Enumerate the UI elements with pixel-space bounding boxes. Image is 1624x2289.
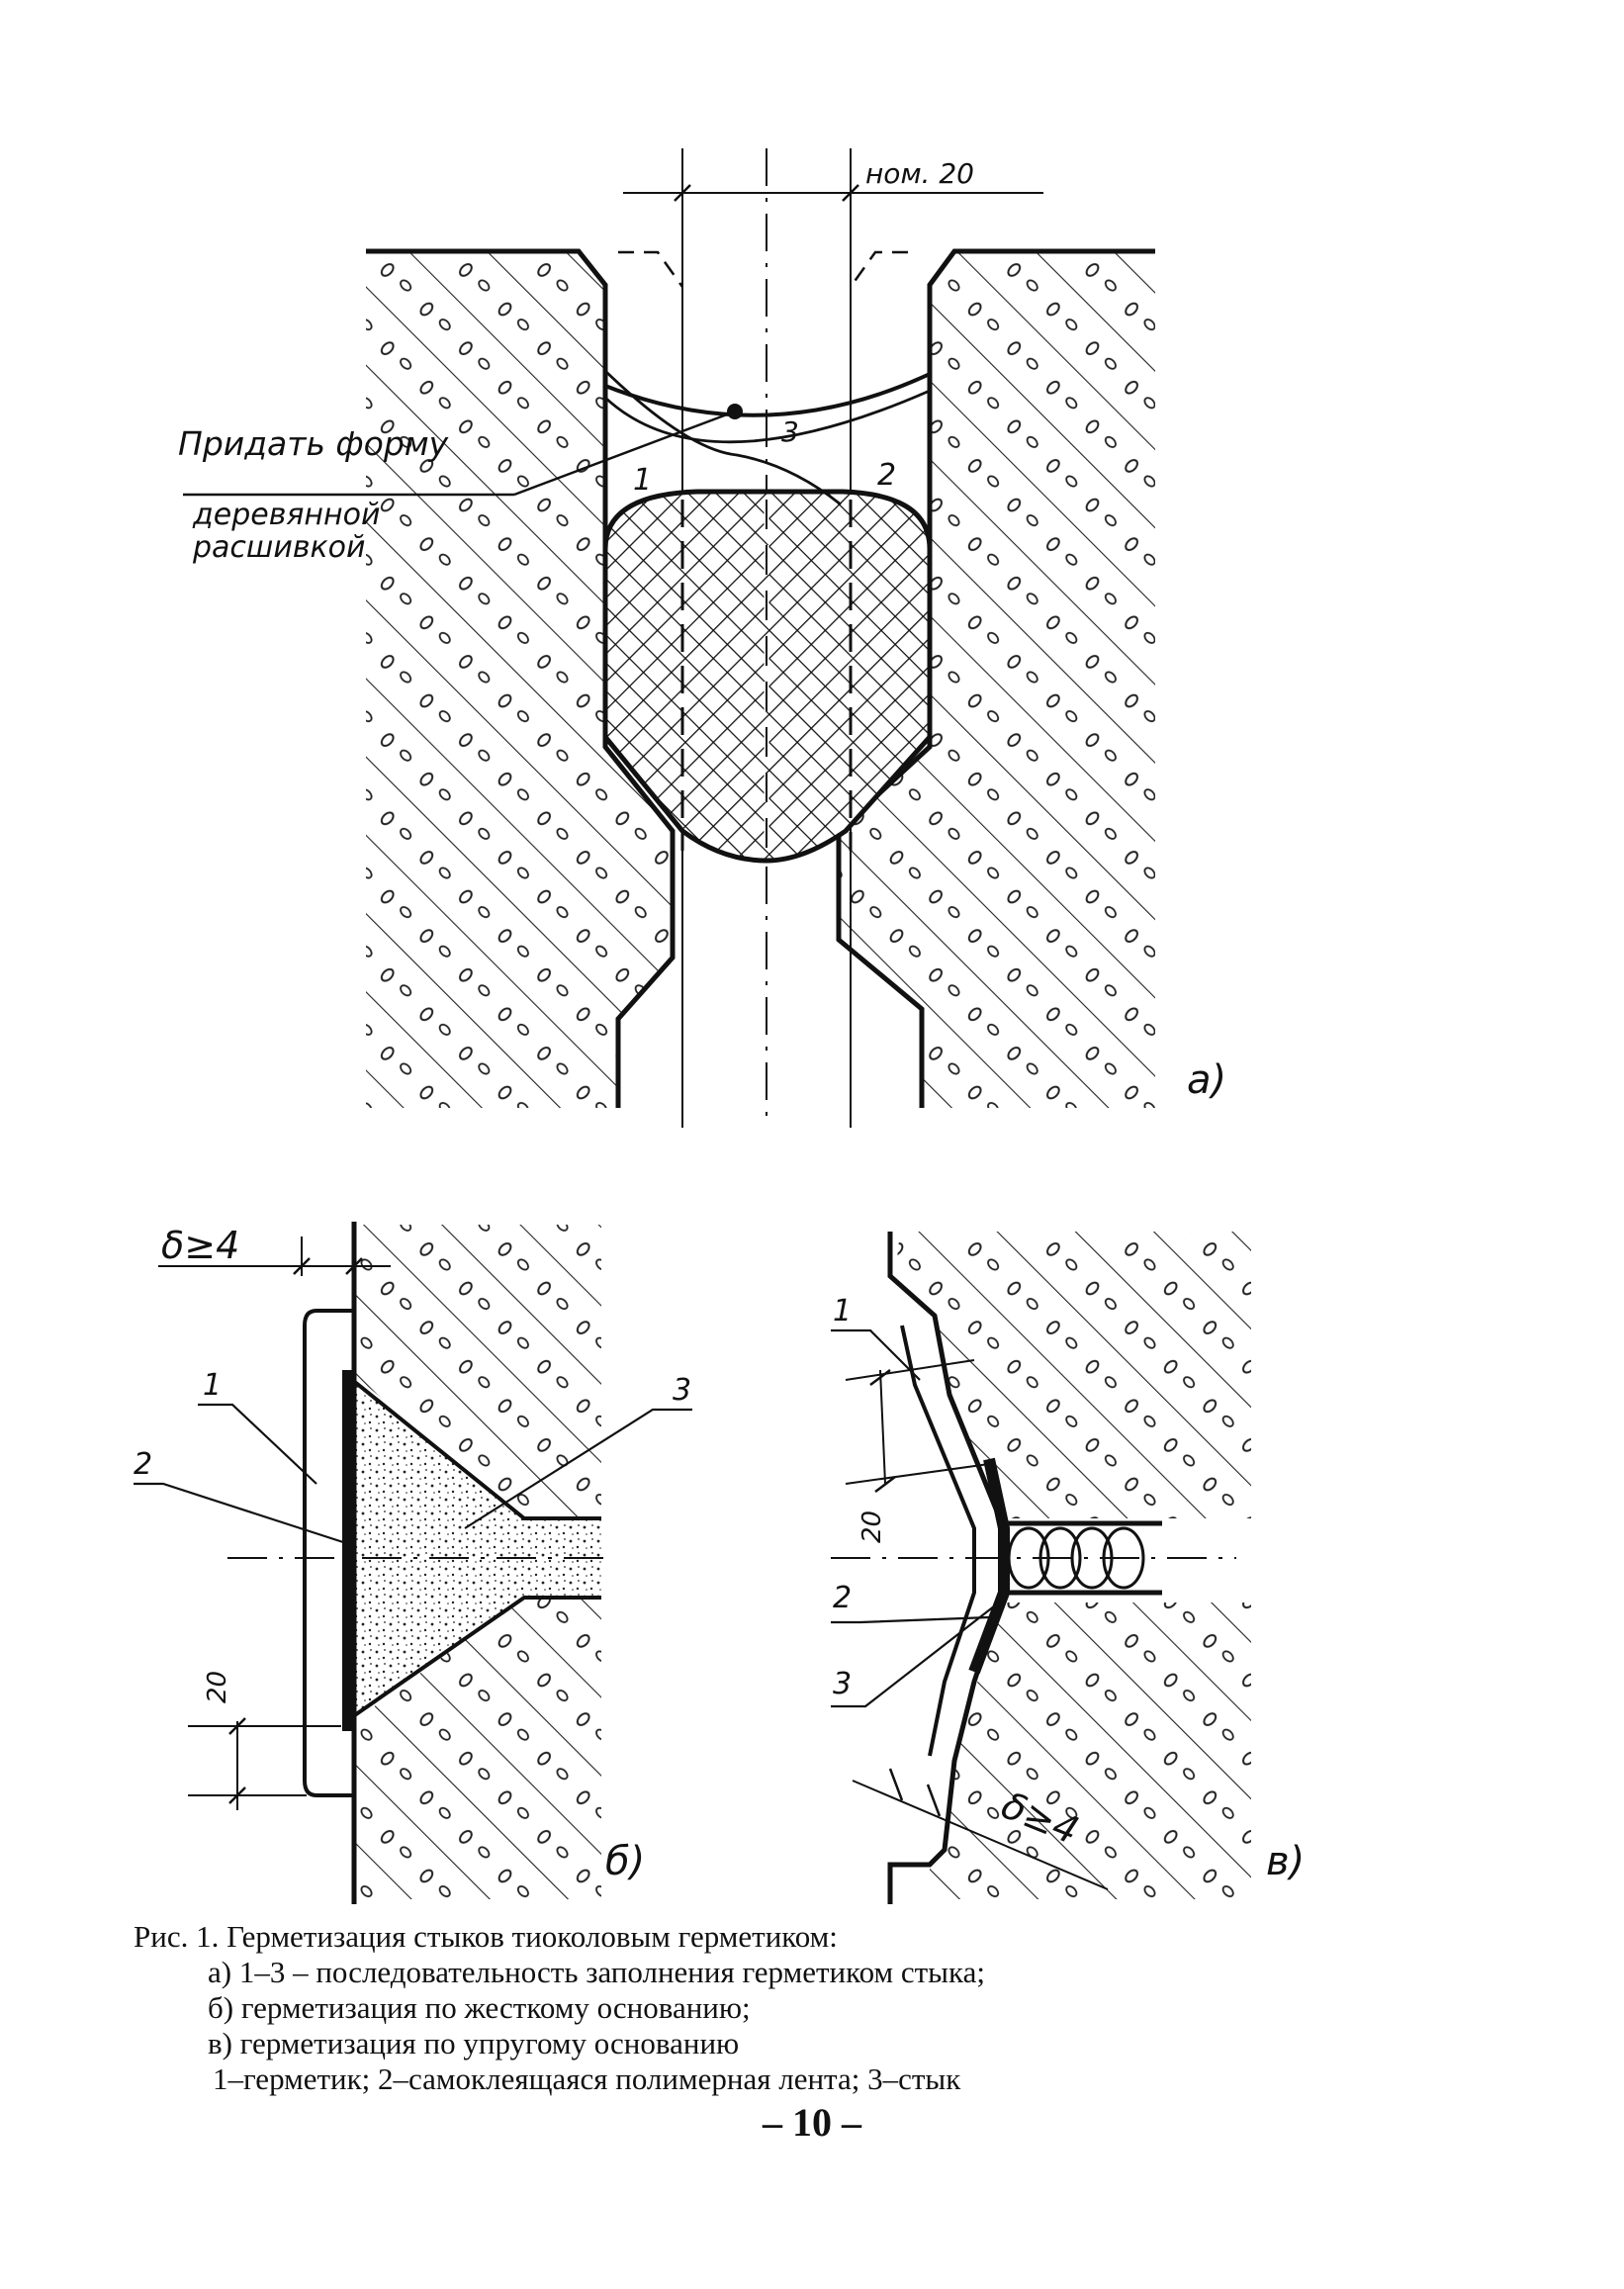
figure-b: δ≥4 1 2 3 20 б) <box>134 1222 692 1904</box>
fill-order-2: 2 <box>877 458 896 493</box>
instruction-text-line3: расшивкой <box>192 530 366 565</box>
dashed-chamfer-right <box>849 250 908 288</box>
fill-order-3: 3 <box>781 415 799 448</box>
polymer-tape-strip <box>342 1370 354 1731</box>
figure-v: 1 20 2 3 δ≥4 в) <box>831 1232 1305 1904</box>
callout-2-v: 2 <box>833 1581 852 1615</box>
figure-a: ном. 20 Придать форму деревянной расшивк… <box>178 148 1226 1128</box>
caption-legend: 1–герметик; 2–самоклеящаяся полимерная л… <box>213 2061 961 2096</box>
callout-3-b: 3 <box>673 1373 691 1408</box>
instruction-text-line2: деревянной <box>192 498 381 532</box>
caption-item-v: в) герметизация по упругому основанию <box>208 2026 740 2060</box>
sealant-cover-v <box>900 1325 976 1757</box>
callout-3-v: 3 <box>833 1667 852 1701</box>
joint-sealant <box>346 1375 601 1721</box>
dimension-20-v: 20 <box>857 1511 887 1543</box>
leader-line-instruction <box>513 410 736 497</box>
sealant-layer-s-curve <box>604 369 842 506</box>
panel-label-v: в) <box>1266 1839 1305 1884</box>
panel-label-b: б) <box>605 1839 645 1884</box>
caption-item-b: б) герметизация по жесткому основанию; <box>208 1990 751 2025</box>
callout-1-v: 1 <box>833 1294 852 1328</box>
fill-order-1: 1 <box>633 463 652 498</box>
gap-label-b: δ≥4 <box>161 1224 239 1267</box>
left-concrete-panel <box>366 253 673 1108</box>
sealant-layer-curve-mid <box>604 389 931 444</box>
caption-title: Рис. 1. Герметизация стыков тиоколовым г… <box>134 1919 838 1954</box>
polymer-tape-v <box>968 1457 1010 1675</box>
concrete-lower <box>354 1598 601 1899</box>
callout-2-b: 2 <box>134 1447 152 1482</box>
dashed-chamfer-left <box>618 250 684 288</box>
callout-1-b: 1 <box>203 1368 222 1403</box>
sealant-cover-outline <box>303 1309 354 1797</box>
dimension-20-b: 20 <box>203 1671 232 1703</box>
sealant-layer-curve-top <box>604 372 931 417</box>
instruction-text-line1: Придать форму <box>178 424 449 463</box>
concrete-upper-v <box>895 1232 1251 1518</box>
figure-caption: Рис. 1. Герметизация стыков тиоколовым г… <box>134 1919 985 2097</box>
panel-label-a: а) <box>1187 1057 1226 1103</box>
right-concrete-panel <box>839 253 1155 1108</box>
page-number: – 10 – <box>763 2100 861 2145</box>
left-joint-edge <box>366 248 676 1108</box>
caption-item-a: а) 1–3 – последовательность заполнения г… <box>208 1955 985 1989</box>
nominal-dimension-label: ном. 20 <box>865 157 974 190</box>
concrete-upper <box>354 1225 601 1518</box>
concrete-lower-v <box>930 1602 1251 1899</box>
backing-rod <box>602 489 933 864</box>
